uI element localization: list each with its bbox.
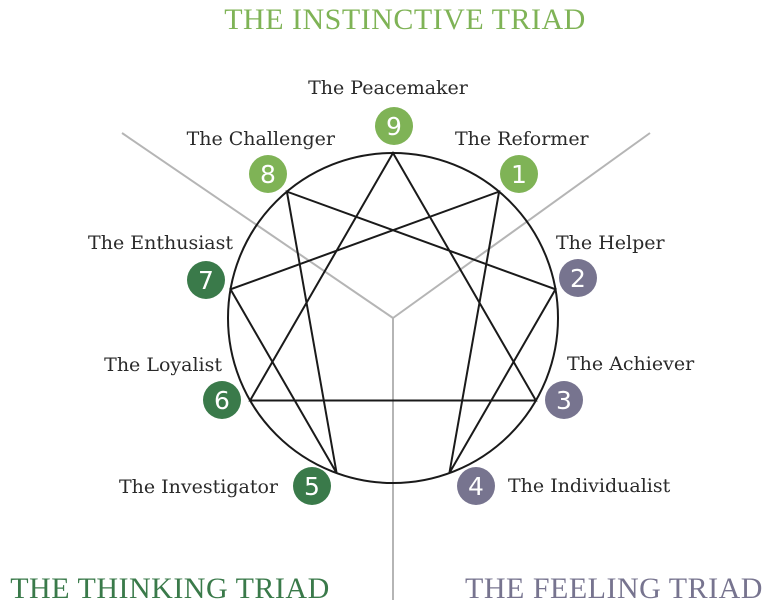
point-7-number: 7 [198, 266, 214, 295]
point-7: 7 The Enthusiast [88, 232, 233, 299]
point-8: 8 The Challenger [187, 128, 336, 193]
point-1: 1 The Reformer [455, 128, 590, 193]
point-7-label: The Enthusiast [88, 232, 233, 254]
point-4-number: 4 [468, 472, 484, 501]
triad-title-instinctive: THE INSTINCTIVE TRIAD [224, 3, 586, 36]
point-8-number: 8 [260, 160, 276, 189]
point-6-number: 6 [214, 386, 230, 415]
point-9-number: 9 [386, 112, 402, 141]
point-5: 5 The Investigator [119, 467, 331, 505]
point-1-badge [500, 155, 538, 193]
point-3-label: The Achiever [567, 353, 695, 375]
point-2-label: The Helper [556, 232, 665, 254]
point-6: 6 The Loyalist [104, 354, 241, 419]
point-7-badge [187, 261, 225, 299]
divider-instinctive-feeling [392, 132, 651, 319]
point-3-badge [545, 381, 583, 419]
point-5-badge [293, 467, 331, 505]
point-1-label: The Reformer [455, 128, 590, 150]
inner-hexad [229, 190, 557, 474]
point-3-number: 3 [556, 386, 572, 415]
triad-title-feeling: THE FEELING TRIAD [465, 572, 763, 605]
point-8-label: The Challenger [187, 128, 336, 150]
inner-triangle [248, 151, 538, 402]
point-9-label: The Peacemaker [308, 77, 469, 99]
point-2-badge [559, 259, 597, 297]
point-8-badge [249, 155, 287, 193]
point-3: 3 The Achiever [545, 353, 695, 419]
point-2-number: 2 [570, 264, 586, 293]
point-4: 4 The Individualist [457, 467, 671, 505]
point-2: 2 The Helper [556, 232, 665, 297]
triad-title-thinking: THE THINKING TRIAD [10, 572, 330, 605]
point-9-badge [375, 107, 413, 145]
point-1-number: 1 [511, 160, 527, 189]
point-4-badge [457, 467, 495, 505]
point-5-number: 5 [304, 472, 320, 501]
point-5-label: The Investigator [119, 476, 279, 498]
point-6-label: The Loyalist [104, 354, 222, 376]
point-6-badge [203, 381, 241, 419]
point-9: 9 The Peacemaker [308, 77, 469, 145]
point-4-label: The Individualist [508, 475, 671, 497]
